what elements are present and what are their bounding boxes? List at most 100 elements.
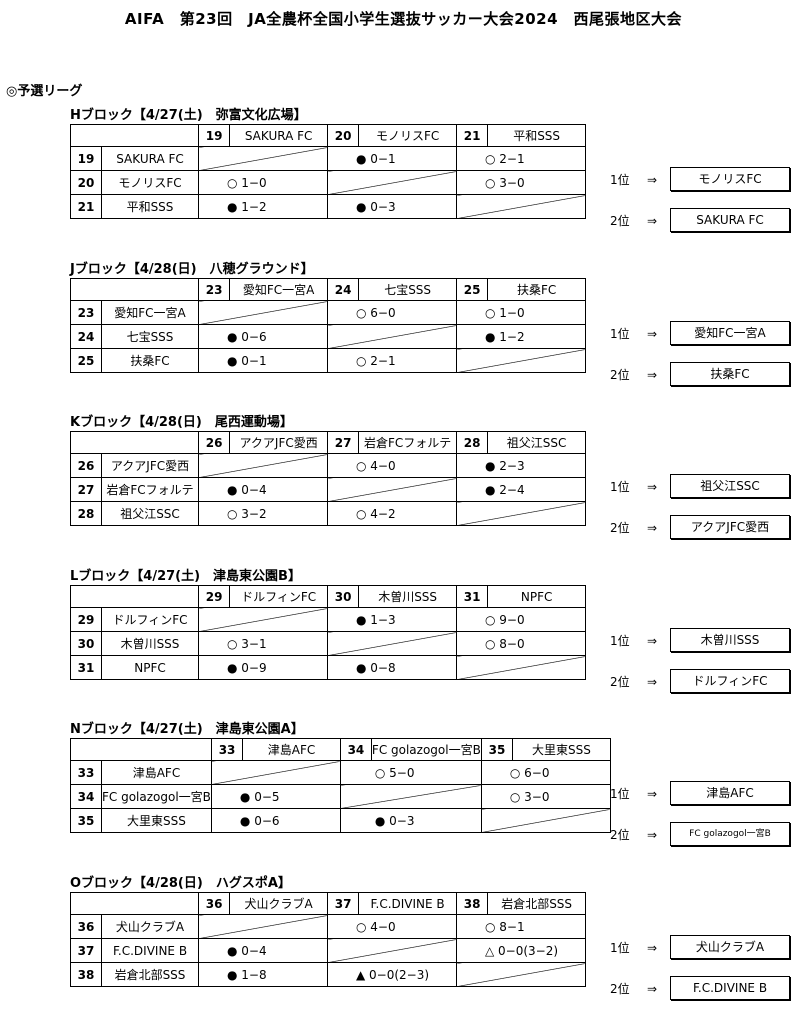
rank-second: 2位⇒ドルフィンFC: [610, 669, 790, 693]
match-result: ○ 1−0: [227, 175, 267, 190]
result-cell: ○ 3−1: [198, 631, 328, 656]
column-team-name: 祖父江SSC: [487, 431, 586, 454]
match-result: ● 1−8: [227, 967, 267, 982]
column-team-name: 平和SSS: [487, 124, 586, 147]
arrow-icon: ⇒: [646, 173, 658, 187]
result-cell: ○ 2−1: [456, 146, 586, 171]
column-team-number: 19: [197, 124, 231, 147]
diagonal-cell: [327, 938, 457, 963]
arrow-icon: ⇒: [646, 521, 658, 535]
row-team-name: 木曽川SSS: [101, 631, 199, 656]
result-cell: ○ 1−0: [198, 170, 328, 195]
row-team-number: 28: [70, 501, 102, 526]
column-team-name: 岩倉北部SSS: [487, 892, 586, 915]
arrow-icon: ⇒: [646, 941, 658, 955]
page-title: AIFA 第23回 JA全農杯全国小学生選抜サッカー大会2024 西尾張地区大会: [124, 10, 683, 28]
column-team-name: F.C.DIVINE B: [358, 892, 457, 915]
rank-team-box: 木曽川SSS: [670, 628, 790, 652]
row-team-number: 31: [70, 655, 102, 680]
arrow-icon: ⇒: [646, 368, 658, 382]
row-team-name: F.C.DIVINE B: [101, 938, 199, 963]
rank-second: 2位⇒扶桑FC: [610, 362, 790, 386]
rank-team-box: F.C.DIVINE B: [670, 976, 790, 1000]
row-team-name: 七宝SSS: [101, 324, 199, 349]
corner-cell: [70, 124, 199, 147]
column-team-name: 津島AFC: [242, 738, 341, 761]
row-team-number: 30: [70, 631, 102, 656]
column-team-name: 木曽川SSS: [358, 585, 457, 608]
match-result: ○ 4−0: [356, 919, 396, 934]
match-result: ● 0−6: [239, 813, 280, 828]
column-team-number: 37: [326, 892, 360, 915]
row-team-number: 37: [70, 938, 102, 963]
rank-position: 2位: [610, 214, 630, 228]
row-team-number: 36: [70, 914, 102, 939]
block-title: Jブロック【4/28(日) 八穂グラウンド】: [70, 262, 314, 277]
result-cell: ● 1−3: [327, 607, 457, 632]
rank-position: 2位: [610, 675, 630, 689]
block-title: Kブロック【4/28(日) 尾西運動場】: [70, 415, 293, 430]
rank-position: 1位: [610, 173, 630, 187]
result-cell: ● 0−6: [198, 324, 328, 349]
column-team-number: 24: [326, 278, 360, 301]
column-team-number: 33: [210, 738, 244, 761]
rank-team-box: SAKURA FC: [670, 208, 790, 232]
match-result: ○ 6−0: [356, 305, 396, 320]
result-cell: ▲ 0−0(2−3): [327, 962, 457, 987]
row-team-name: 大里東SSS: [101, 808, 212, 833]
column-team-name: 扶桑FC: [487, 278, 586, 301]
rank-team-box: 津島AFC: [670, 781, 790, 805]
rank-first: 1位⇒祖父江SSC: [610, 474, 790, 498]
result-cell: ● 0−1: [198, 348, 328, 373]
row-team-name: モノリスFC: [101, 170, 199, 195]
result-cell: ● 0−9: [198, 655, 328, 680]
result-cell: ○ 3−0: [480, 784, 611, 809]
diagonal-cell: [456, 348, 586, 373]
match-result: ○ 5−0: [374, 765, 415, 780]
result-cell: ○ 4−2: [327, 501, 457, 526]
match-result: ● 1−2: [485, 329, 525, 344]
diagonal-cell: [327, 477, 457, 502]
rank-first: 1位⇒津島AFC: [610, 781, 790, 805]
result-cell: ○ 2−1: [327, 348, 457, 373]
column-team-number: 29: [197, 585, 231, 608]
result-cell: ● 0−5: [210, 784, 341, 809]
arrow-icon: ⇒: [646, 214, 658, 228]
row-team-name: ドルフィンFC: [101, 607, 199, 632]
match-result: ● 0−6: [227, 329, 267, 344]
result-cell: ● 0−4: [198, 477, 328, 502]
rank-first: 1位⇒愛知FC一宮A: [610, 321, 790, 345]
arrow-icon: ⇒: [646, 480, 658, 494]
result-cell: ● 0−3: [339, 808, 482, 833]
row-team-name: 岩倉FCフォルテ: [101, 477, 199, 502]
match-result: ● 1−2: [227, 199, 267, 214]
result-cell: ○ 9−0: [456, 607, 586, 632]
rank-team-box: 祖父江SSC: [670, 474, 790, 498]
arrow-icon: ⇒: [646, 675, 658, 689]
column-team-number: 28: [455, 431, 489, 454]
match-result: ○ 3−1: [227, 636, 267, 651]
row-team-name: NPFC: [101, 655, 199, 680]
rank-second: 2位⇒アクアJFC愛西: [610, 515, 790, 539]
column-team-number: 30: [326, 585, 360, 608]
row-team-number: 19: [70, 146, 102, 171]
block-title: Lブロック【4/27(土) 津島東公園B】: [70, 569, 301, 584]
match-result: ● 0−1: [227, 353, 267, 368]
row-team-name: FC golazogol一宮B: [101, 784, 212, 809]
match-result: ○ 8−0: [485, 636, 525, 651]
corner-cell: [70, 892, 199, 915]
row-team-number: 25: [70, 348, 102, 373]
rank-position: 1位: [610, 941, 630, 955]
rank-second: 2位⇒FC golazogol一宮B: [610, 822, 790, 846]
corner-cell: [70, 278, 199, 301]
